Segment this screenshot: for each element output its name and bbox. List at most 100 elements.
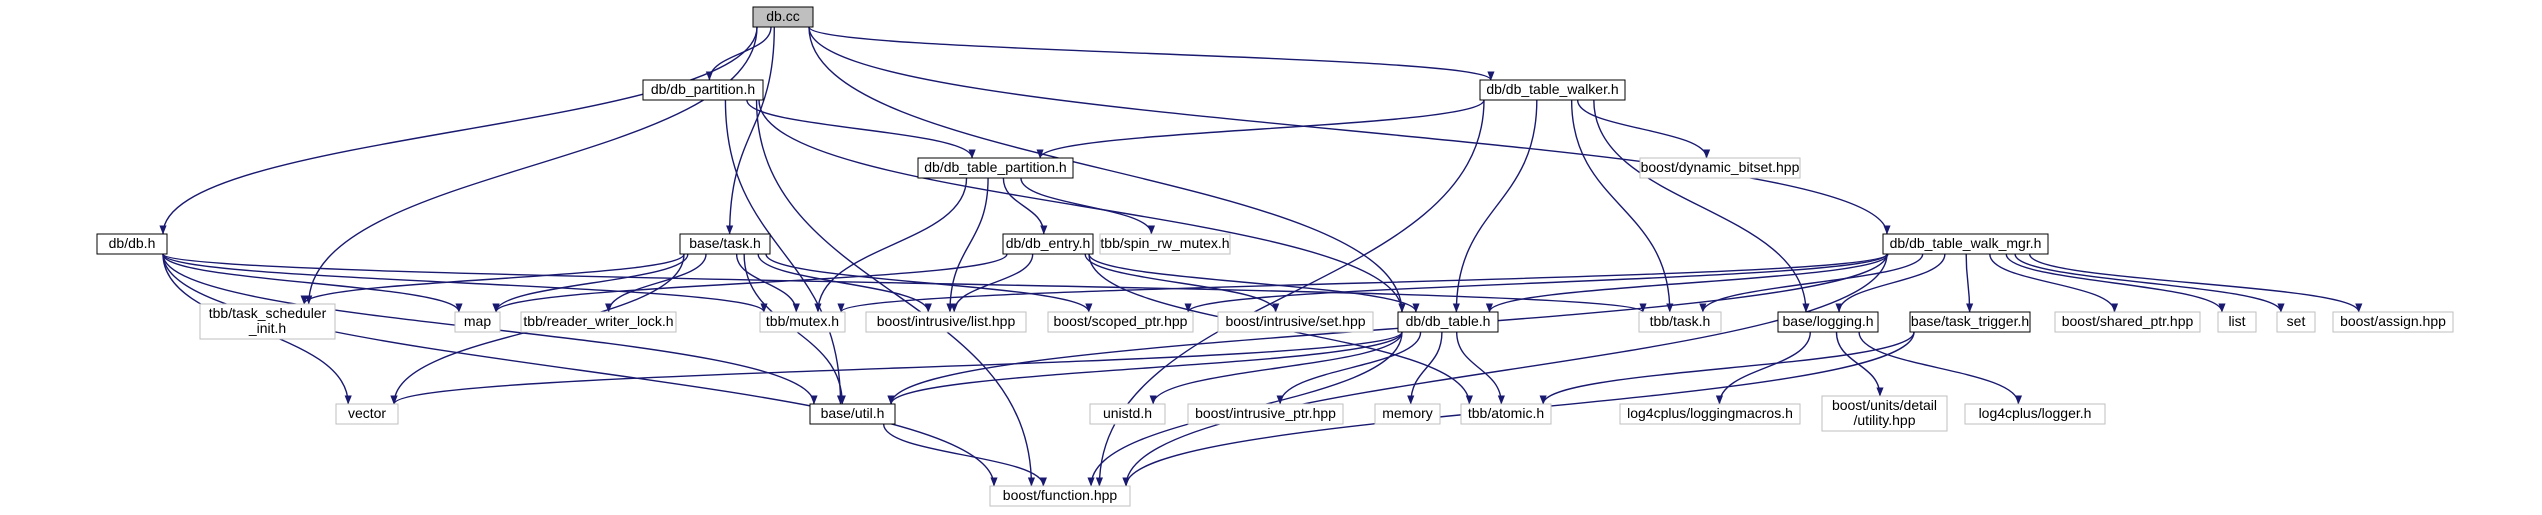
node-box [1638, 311, 1722, 333]
edge-db-table-h-to-memory [1407, 331, 1443, 405]
node-label: set [2287, 313, 2306, 329]
node-db-table-walker-h[interactable]: db/db_table_walker.h [1479, 79, 1626, 101]
node-base-logging-h[interactable]: base/logging.h [1777, 311, 1879, 333]
node-label: tbb/atomic.h [1468, 405, 1544, 421]
edge-base-task-trigger-h-to-tbb-atomic-h [1539, 331, 1915, 405]
node-label: boost/dynamic_bitset.hpp [1641, 159, 1800, 175]
node-base-task-trigger-h[interactable]: base/task_trigger.h [1909, 311, 2031, 333]
edge-db-table-walker-h-to-tbb-task-h [1570, 99, 1674, 313]
node-db-table-partition-h[interactable]: db/db_table_partition.h [917, 157, 1074, 179]
edge-db-table-walk-mgr-h-to-tbb-mutex-h [837, 253, 1888, 313]
node-label: log4cplus/logger.h [1979, 405, 2092, 421]
node-label: boost/units/detail [1832, 397, 1937, 413]
edge-base-task-h-to-boost-scoped-ptr [765, 253, 1093, 313]
edge-db-table-walk-mgr-h-to-boost-shared-ptr [1989, 253, 2119, 313]
edge-db-table-h-to-vector [390, 331, 1403, 405]
node-unistd-h: unistd.h [1089, 403, 1166, 425]
edge-db-partition-h-to-db-table-partition-h [746, 99, 976, 159]
node-box[interactable] [1777, 311, 1879, 333]
node-base-task-h[interactable]: base/task.h [679, 233, 771, 255]
node-box[interactable] [809, 403, 896, 425]
node-label: vector [348, 405, 386, 421]
edge-db-table-walker-h-to-boost-dynamic-bitset [1576, 99, 1711, 159]
node-box [1374, 403, 1441, 425]
node-box [1047, 311, 1194, 333]
node-db-table-h[interactable]: db/db_table.h [1397, 311, 1499, 333]
node-box [520, 311, 677, 333]
node-box[interactable] [679, 233, 771, 255]
node-label: db/db_partition.h [651, 81, 755, 97]
node-label: boost/function.hpp [1003, 487, 1118, 503]
edge-db-table-partition-h-to-boost-intrusive-list [946, 177, 989, 313]
node-set: set [2276, 311, 2316, 333]
edge-db-table-walk-mgr-h-to-boost-function [1122, 253, 1888, 487]
node-tbb-spin-rw-mutex-h: tbb/spin_rw_mutex.h [1099, 233, 1231, 255]
node-db-entry-h[interactable]: db/db_entry.h [1002, 233, 1094, 255]
node-memory: memory [1374, 403, 1441, 425]
node-label: db/db_table_partition.h [924, 159, 1066, 175]
node-label: base/util.h [821, 405, 885, 421]
node-label: boost/scoped_ptr.hpp [1054, 313, 1188, 329]
edge-db-cc-to-db-h [159, 26, 758, 235]
node-boost-scoped-ptr: boost/scoped_ptr.hpp [1047, 311, 1194, 333]
edge-db-table-h-to-boost-intrusive-ptr [1276, 331, 1422, 405]
edge-db-h-to-tbb-task-h [162, 253, 1647, 313]
node-label: boost/intrusive/list.hpp [877, 313, 1016, 329]
node-boost-units-detail-utility: boost/units/detail/utility.hpp [1821, 395, 1948, 432]
node-db-cc[interactable]: db.cc [752, 6, 814, 28]
node-box[interactable] [752, 6, 814, 28]
node-log4cplus-logger: log4cplus/logger.h [1964, 403, 2106, 425]
edge-db-h-to-map [162, 253, 463, 313]
node-box [1821, 395, 1948, 432]
node-boost-assign: boost/assign.hpp [2332, 311, 2454, 333]
node-box[interactable] [917, 157, 1074, 179]
node-box [1964, 403, 2106, 425]
node-label: map [464, 313, 491, 329]
node-box[interactable] [1882, 233, 2049, 255]
edge-db-cc-to-db-table-h [808, 26, 1406, 313]
node-db-table-walk-mgr-h[interactable]: db/db_table_walk_mgr.h [1882, 233, 2049, 255]
node-label: tbb/task_scheduler [209, 305, 327, 321]
edge-db-table-walk-mgr-h-to-boost-scoped-ptr [1184, 253, 1888, 313]
edge-db-table-partition-h-to-tbb-mutex-h [814, 177, 968, 313]
node-boost-function: boost/function.hpp [989, 485, 1131, 507]
node-label: tbb/reader_writer_lock.h [523, 313, 673, 329]
node-label: boost/intrusive_ptr.hpp [1195, 405, 1336, 421]
node-boost-intrusive-set: boost/intrusive/set.hpp [1217, 311, 1374, 333]
edge-base-logging-h-to-log4cplus-loggingmacros [1715, 331, 1811, 405]
node-db-h[interactable]: db/db.h [96, 233, 168, 255]
node-box [1217, 311, 1374, 333]
edge-db-table-walk-mgr-h-to-base-logging-h [1835, 253, 1946, 313]
edge-db-partition-h-to-base-util-h [724, 99, 845, 405]
edge-base-util-h-to-boost-function [882, 423, 1047, 487]
node-list: list [2217, 311, 2257, 333]
node-base-util-h[interactable]: base/util.h [809, 403, 896, 425]
node-box [1187, 403, 1344, 425]
edge-db-h-to-tbb-mutex-h [162, 253, 768, 313]
node-db-partition-h[interactable]: db/db_partition.h [642, 79, 764, 101]
edge-db-table-walker-h-to-db-table-partition-h [1036, 99, 1485, 159]
edge-db-cc-to-base-task-h [726, 26, 775, 235]
node-box [865, 311, 1027, 333]
node-tbb-mutex-h: tbb/mutex.h [759, 311, 846, 333]
node-label: db/db_table_walker.h [1486, 81, 1618, 97]
edge-db-partition-h-to-db-table-h [758, 99, 1406, 313]
edge-db-table-h-to-tbb-atomic-h [1456, 331, 1505, 405]
edge-db-cc-to-db-partition-h [705, 26, 772, 81]
edge-db-table-walk-mgr-h-to-base-task-trigger-h [1965, 253, 1974, 313]
node-label: tbb/spin_rw_mutex.h [1100, 235, 1229, 251]
node-box[interactable] [1002, 233, 1094, 255]
node-label: base/task.h [689, 235, 761, 251]
node-box[interactable] [1397, 311, 1499, 333]
node-boost-shared-ptr: boost/shared_ptr.hpp [2054, 311, 2201, 333]
node-box [989, 485, 1131, 507]
node-box[interactable] [1479, 79, 1626, 101]
node-box[interactable] [642, 79, 764, 101]
edge-db-entry-h-to-boost-intrusive-list [950, 253, 1034, 313]
node-label: base/task_trigger.h [1911, 313, 2029, 329]
node-box[interactable] [1909, 311, 2031, 333]
node-tbb-task-scheduler-init: tbb/task_scheduler_init.h [199, 303, 336, 340]
node-box [2054, 311, 2201, 333]
node-box[interactable] [96, 233, 168, 255]
edge-db-table-walk-mgr-h-to-set [2014, 253, 2285, 313]
